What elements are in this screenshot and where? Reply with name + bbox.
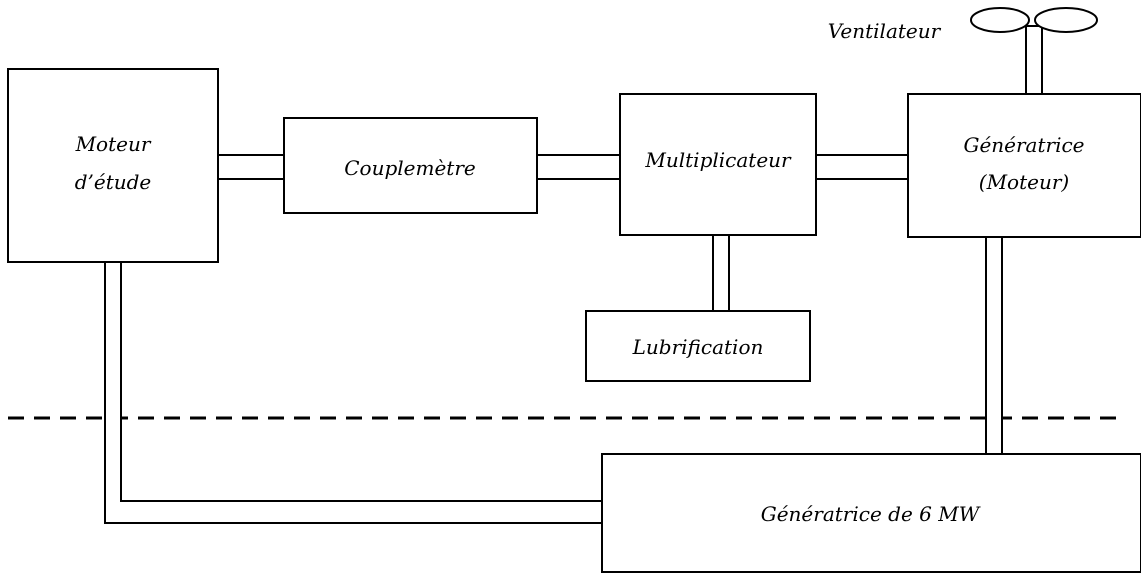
box-multiplicateur — [619, 93, 817, 236]
label-lubrification: Lubrification — [632, 335, 764, 359]
fan-left-blade-icon — [970, 7, 1030, 33]
shaft-multiplicateur-generatrice — [815, 154, 909, 180]
label-generatrice-moteur: (Moteur) — [979, 170, 1069, 194]
box-lubrification — [585, 310, 811, 382]
box-moteur-etude — [7, 68, 219, 263]
shaft-multiplicateur-lubrification — [712, 233, 730, 313]
label-ventilateur: Ventilateur — [828, 19, 942, 43]
shaft-couplemetre-multiplicateur — [536, 154, 621, 180]
label-moteur-line2: d’étude — [75, 170, 152, 194]
box-generatrice-moteur — [907, 93, 1141, 238]
label-generatrice: Génératrice — [963, 133, 1084, 157]
label-couplemetre: Couplemètre — [344, 156, 476, 180]
box-couplemetre — [283, 117, 538, 214]
shaft-moteur-couplemetre — [217, 154, 285, 180]
shaft-generatrice-ventilateur — [1025, 25, 1043, 97]
shaft-moteur-generatrice-6mw — [104, 259, 604, 524]
shaft-generatrice-generatrice-6mw — [985, 235, 1003, 457]
label-generatrice-6mw: Génératrice de 6 MW — [761, 502, 981, 526]
label-multiplicateur: Multiplicateur — [644, 148, 792, 172]
label-moteur-line1: Moteur — [75, 132, 152, 156]
box-generatrice-6mw — [601, 453, 1141, 573]
fan-right-blade-icon — [1034, 7, 1098, 33]
